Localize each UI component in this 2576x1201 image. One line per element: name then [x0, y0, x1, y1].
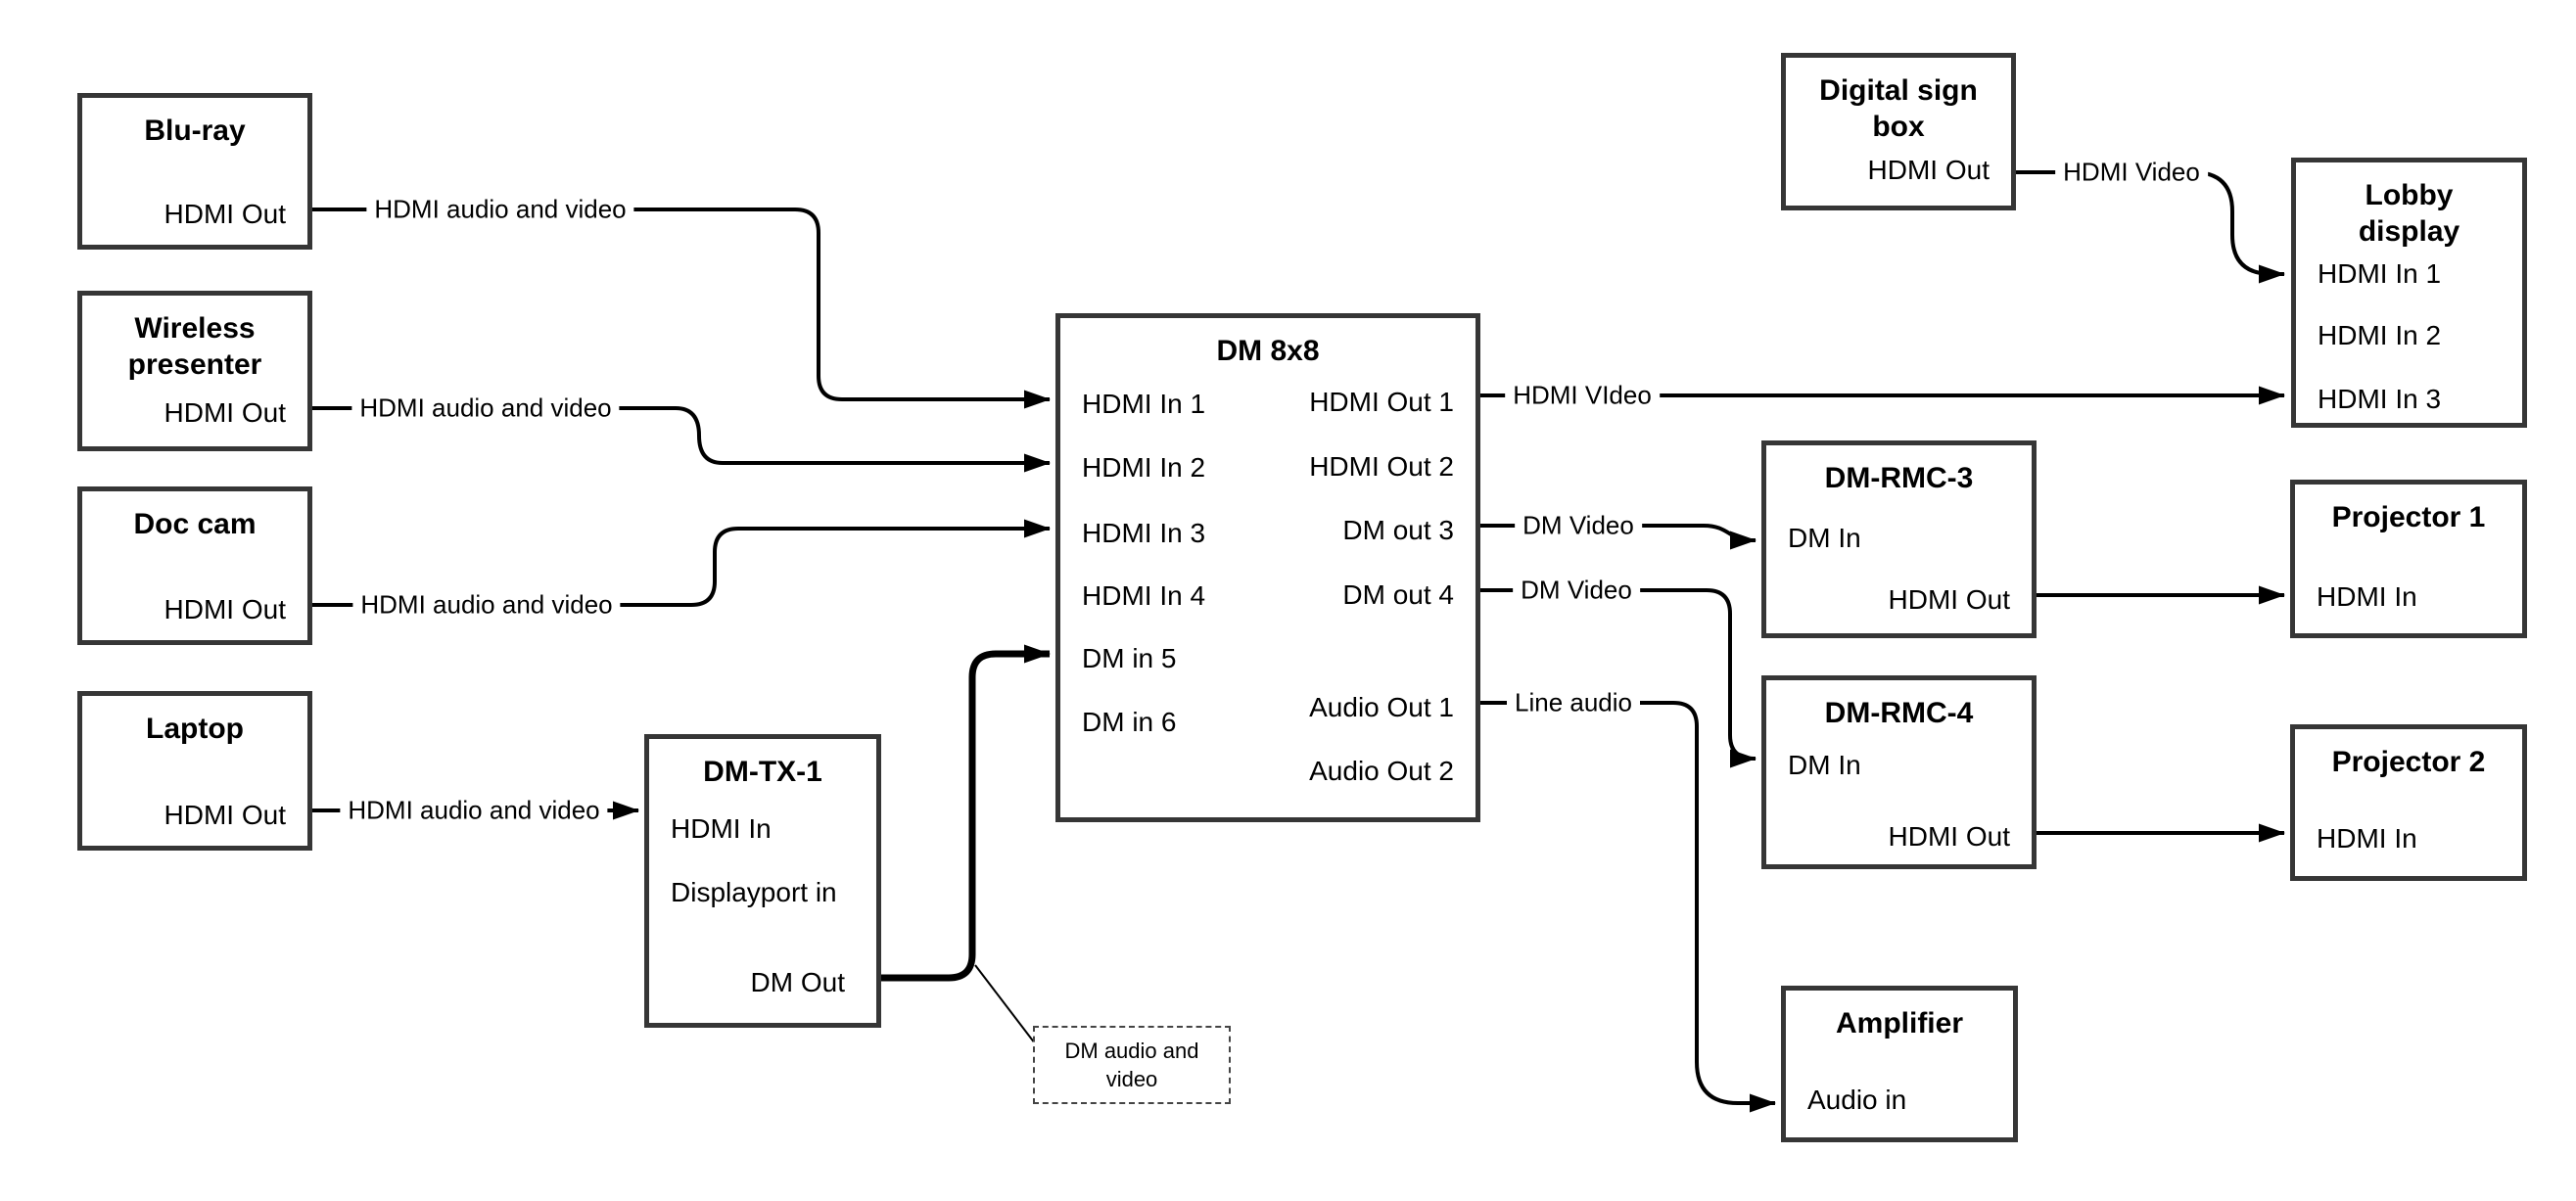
edge-label-hdmi-video-out1: HDMI VIdeo: [1505, 378, 1660, 413]
port-hdmi-out-2: HDMI Out 2: [1309, 451, 1454, 482]
node-title: DM-TX-1: [703, 756, 822, 788]
edge-label-line-audio: Line audio: [1507, 685, 1640, 720]
port-audio-out-1: Audio Out 1: [1309, 692, 1454, 722]
port-displayport-in: Displayport in: [671, 877, 837, 907]
port-dm-out: DM Out: [750, 967, 845, 997]
port-hdmi-out-1: HDMI Out 1: [1309, 387, 1454, 417]
node-projector-2: Projector 2 HDMI In: [2290, 724, 2527, 881]
port-dm-in: DM In: [1788, 523, 1861, 553]
edge-wireless-to-hdmi-in-2: [312, 406, 1051, 473]
node-dm-rmc-4: DM-RMC-4 DM In HDMI Out: [1761, 675, 2037, 869]
port-dm-in-5: DM in 5: [1082, 643, 1177, 673]
node-wireless-presenter: Wireless presenter HDMI Out: [77, 291, 312, 451]
edge-label-hdmi-video-signbox: HDMI Video: [2055, 155, 2208, 190]
port-hdmi-in-3: HDMI In 3: [2318, 384, 2442, 414]
port-hdmi-in: HDMI In: [671, 813, 772, 844]
port-hdmi-in-3: HDMI In 3: [1082, 518, 1206, 548]
edge-label-laptop: HDMI audio and video: [340, 793, 608, 828]
port-hdmi-out: HDMI Out: [1888, 821, 2010, 852]
port-dm-out-4: DM out 4: [1342, 579, 1454, 610]
port-audio-out-2: Audio Out 2: [1309, 756, 1454, 786]
port-hdmi-in-4: HDMI In 4: [1082, 580, 1206, 611]
node-title: Digital sign box: [1819, 74, 1978, 143]
edge-doccam-to-hdmi-in-3: [312, 519, 1051, 607]
note-dm-audio-and-video: DM audio and video: [1033, 1026, 1231, 1104]
port-hdmi-out: HDMI Out: [164, 594, 286, 624]
node-projector-1: Projector 1 HDMI In: [2290, 480, 2527, 638]
edge-dm-out-4-to-rmc4: [1480, 588, 1756, 768]
node-dm-8x8: DM 8x8 HDMI In 1 HDMI In 2 HDMI In 3 HDM…: [1055, 313, 1480, 822]
node-doc-cam: Doc cam HDMI Out: [77, 486, 312, 645]
port-dm-in-6: DM in 6: [1082, 707, 1177, 737]
port-hdmi-out: HDMI Out: [164, 199, 286, 229]
node-title: Projector 1: [2331, 501, 2486, 533]
port-hdmi-out: HDMI Out: [1867, 155, 1990, 185]
edge-signbox-to-lobby-in-1: [2016, 170, 2285, 284]
node-title: Amplifier: [1835, 1007, 1964, 1039]
note-callout-line: [974, 964, 1036, 1044]
edge-audio-out-1-to-amplifier: [1480, 701, 1776, 1113]
port-dm-out-3: DM out 3: [1342, 515, 1454, 545]
edge-dmtx1-to-dm-in-5: [880, 644, 1051, 982]
node-title: Laptop: [146, 713, 244, 745]
port-hdmi-in: HDMI In: [2317, 581, 2417, 612]
node-digital-sign-box: Digital sign box HDMI Out: [1781, 53, 2016, 210]
port-dm-in: DM In: [1788, 750, 1861, 780]
port-hdmi-out: HDMI Out: [164, 397, 286, 428]
port-hdmi-in-2: HDMI In 2: [2318, 320, 2442, 350]
node-title: DM-RMC-4: [1824, 697, 1974, 729]
node-lobby-display: Lobby display HDMI In 1 HDMI In 2 HDMI I…: [2291, 158, 2527, 428]
node-title: Doc cam: [133, 508, 257, 540]
node-laptop: Laptop HDMI Out: [77, 691, 312, 851]
node-title: Projector 2: [2331, 746, 2486, 778]
node-title: Wireless presenter: [127, 312, 262, 381]
node-title: Lobby display: [2358, 179, 2460, 248]
port-audio-in: Audio in: [1807, 1085, 1907, 1115]
edge-dm-out-3-to-rmc3: [1480, 524, 1756, 550]
port-hdmi-in-1: HDMI In 1: [2318, 258, 2442, 289]
node-dm-tx-1: DM-TX-1 HDMI In Displayport in DM Out: [644, 734, 881, 1028]
edge-bluray-to-hdmi-in-1: [312, 208, 1051, 409]
node-amplifier: Amplifier Audio in: [1781, 986, 2018, 1142]
edge-label-dm-video-out4: DM Video: [1513, 573, 1640, 608]
node-blu-ray: Blu-ray HDMI Out: [77, 93, 312, 250]
edge-label-dm-video-out3: DM Video: [1515, 508, 1642, 543]
port-hdmi-out: HDMI Out: [1888, 584, 2010, 615]
node-dm-rmc-3: DM-RMC-3 DM In HDMI Out: [1761, 440, 2037, 638]
edge-label-doccam: HDMI audio and video: [352, 587, 621, 623]
port-hdmi-in: HDMI In: [2317, 823, 2417, 854]
port-hdmi-in-2: HDMI In 2: [1082, 452, 1206, 483]
port-hdmi-in-1: HDMI In 1: [1082, 389, 1206, 419]
node-title: DM 8x8: [1216, 335, 1320, 367]
node-title: Blu-ray: [144, 115, 246, 147]
port-hdmi-out: HDMI Out: [164, 800, 286, 830]
edge-label-bluray: HDMI audio and video: [366, 192, 634, 227]
edge-label-wireless: HDMI audio and video: [351, 391, 620, 426]
node-title: DM-RMC-3: [1824, 462, 1974, 494]
